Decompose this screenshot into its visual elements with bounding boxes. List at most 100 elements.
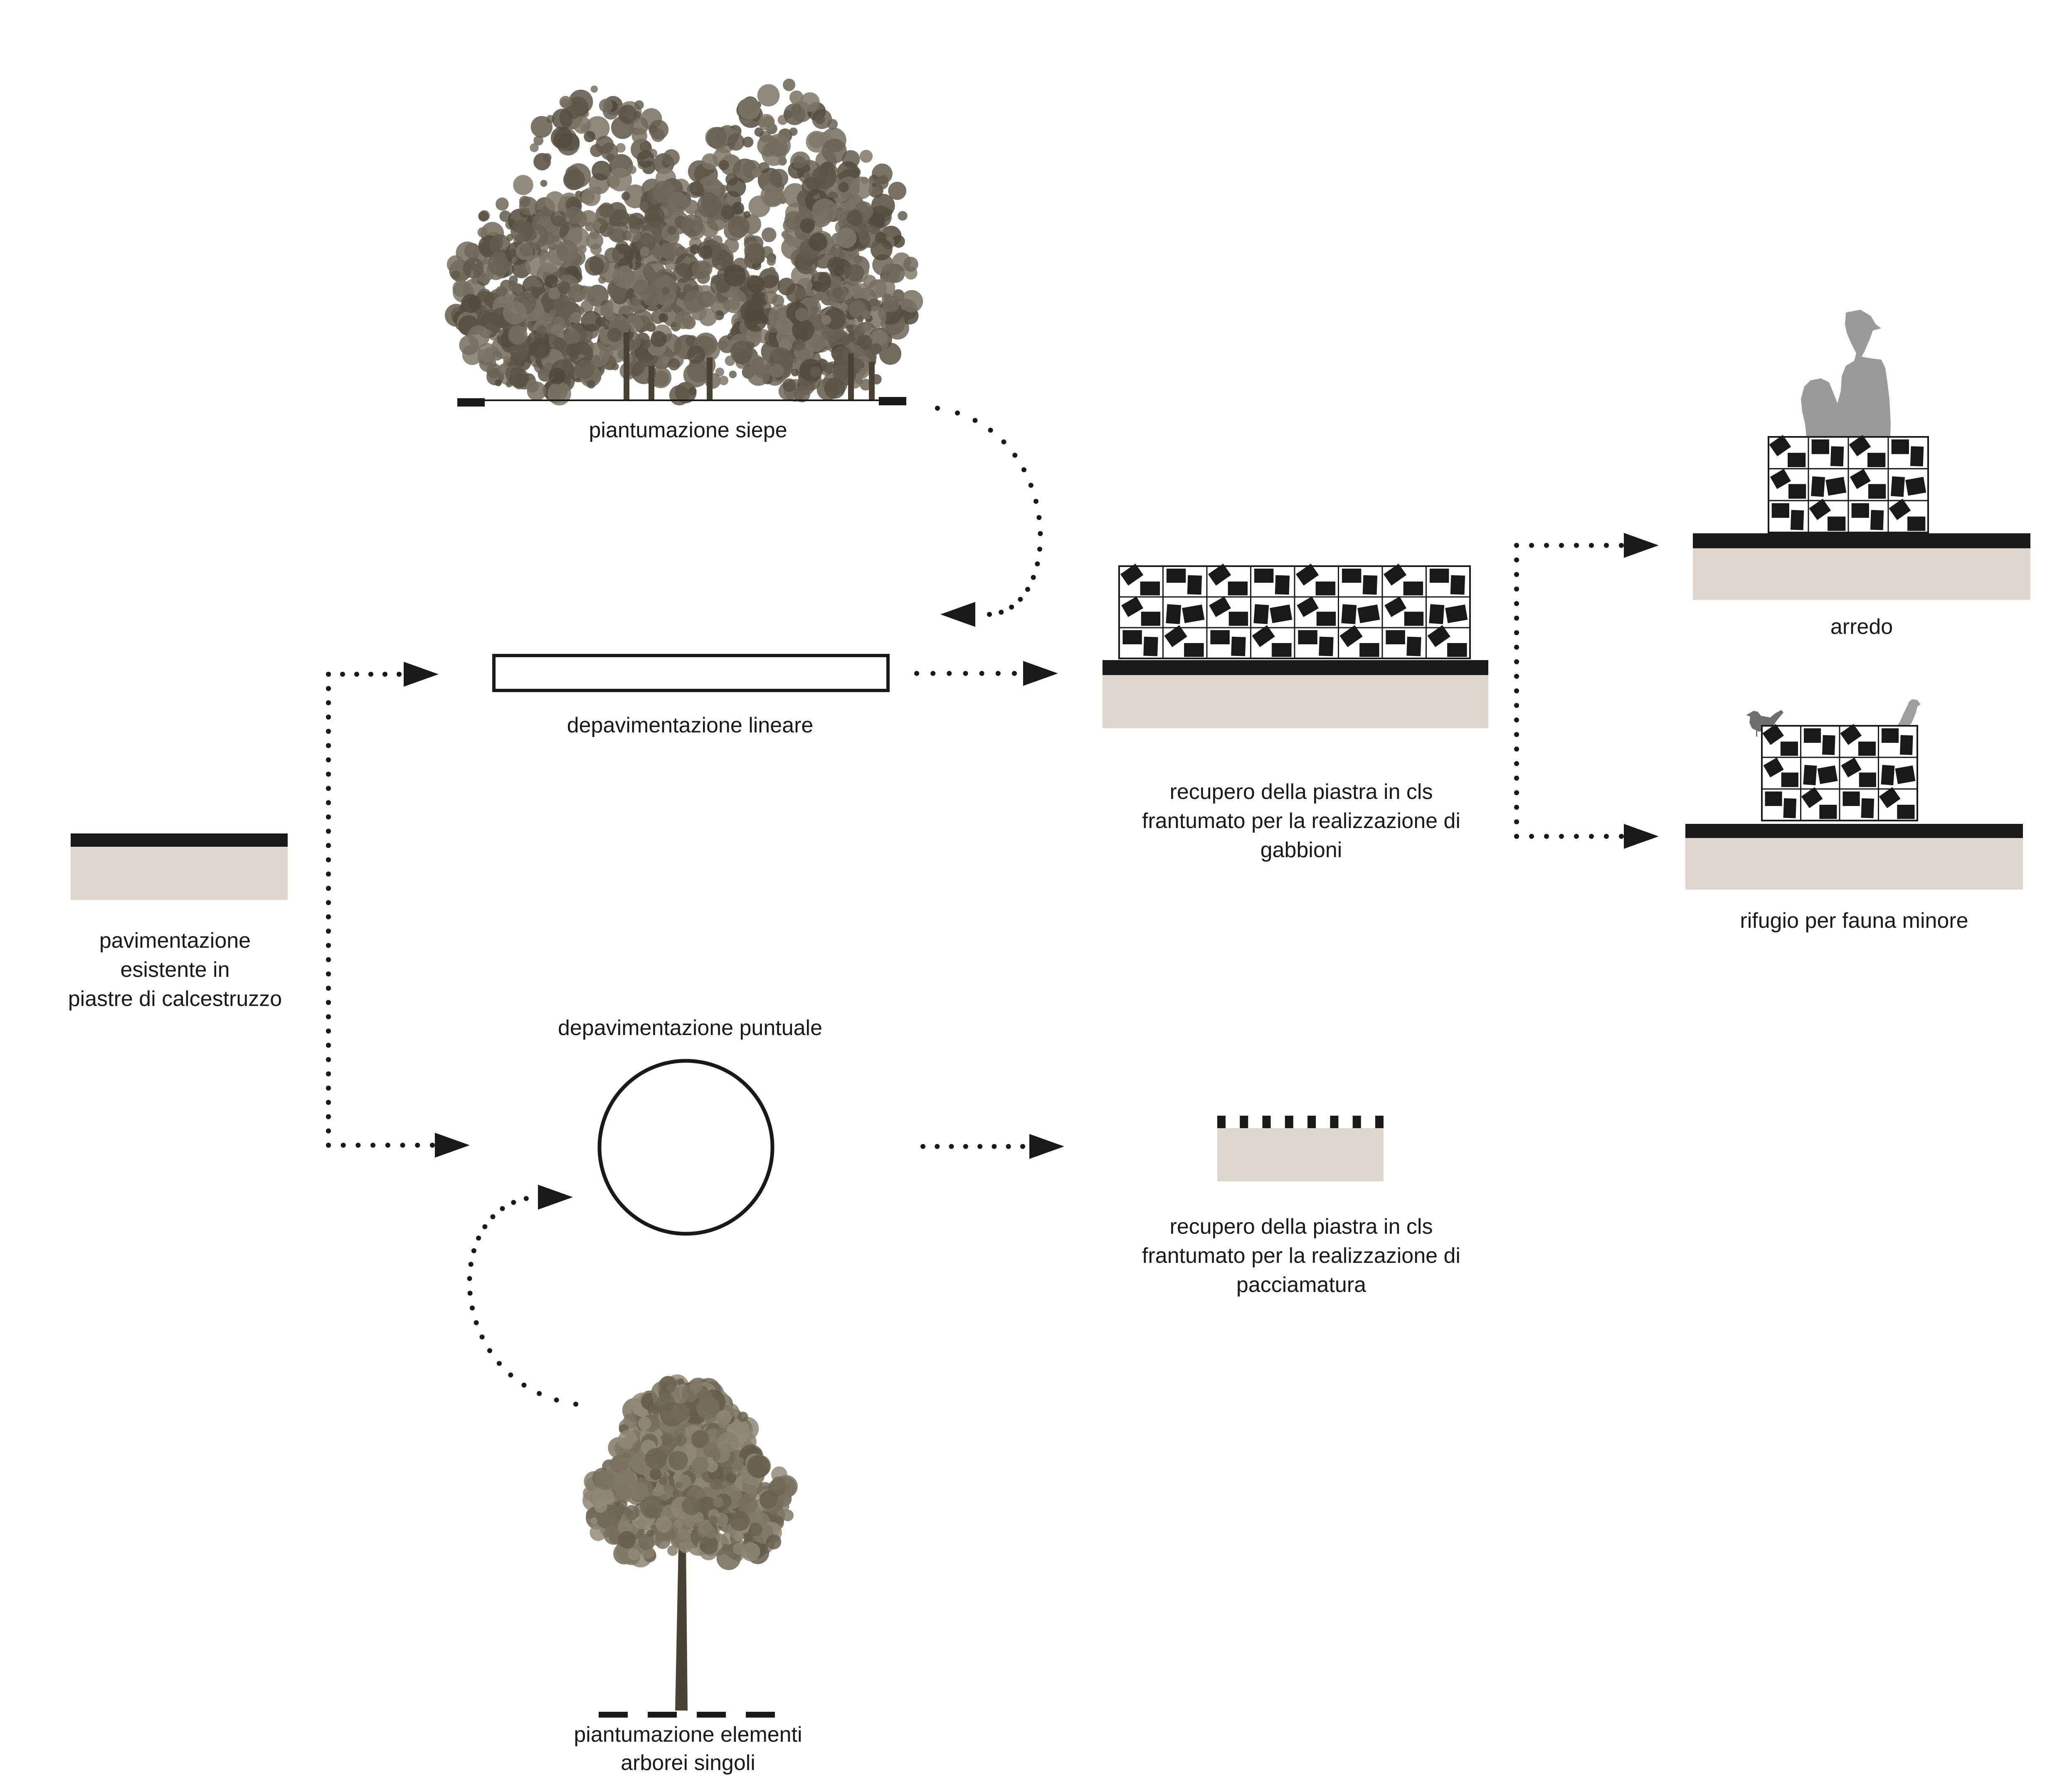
connector-dot xyxy=(326,1028,331,1034)
foliage-leaf xyxy=(626,228,641,242)
ground-mark xyxy=(879,397,906,405)
connector-dot xyxy=(1514,790,1519,795)
connector-dot xyxy=(1018,597,1023,602)
foliage-leaf xyxy=(883,295,900,313)
connector-dot xyxy=(523,1196,529,1201)
foliage-leaf xyxy=(477,343,497,362)
connector-dot xyxy=(979,671,984,676)
foliage-leaf xyxy=(875,232,887,244)
node-furniture: arredo xyxy=(1693,310,2030,639)
foliage-leaf xyxy=(609,1455,628,1474)
mulch-dash xyxy=(1352,1116,1361,1128)
trunk xyxy=(649,366,654,400)
foliage-leaf xyxy=(782,1509,794,1521)
foliage-leaf xyxy=(732,202,745,214)
crushed-concrete-piece xyxy=(1316,611,1336,626)
foliage-leaf xyxy=(697,193,722,218)
gabion-frame xyxy=(1761,725,1918,821)
foliage-leaf xyxy=(730,340,753,363)
crushed-concrete-piece xyxy=(1253,604,1269,624)
connector-dot xyxy=(500,1206,505,1211)
foliage-leaf xyxy=(570,312,582,324)
connector-dot xyxy=(467,1276,472,1281)
foliage-leaf xyxy=(508,281,519,292)
foliage-leaf xyxy=(611,362,619,370)
connector-dot xyxy=(326,1000,331,1005)
foliage-leaf xyxy=(644,206,665,227)
connector-dot xyxy=(992,1144,997,1149)
foliage-leaf xyxy=(666,1489,675,1498)
mulch-dash xyxy=(1375,1116,1384,1128)
foliage-leaf xyxy=(812,281,823,291)
foliage-leaf xyxy=(794,288,806,300)
foliage-leaf xyxy=(767,256,776,266)
foliage-leaf xyxy=(519,197,538,216)
crushed-concrete-piece xyxy=(1771,503,1789,518)
crushed-concrete-piece xyxy=(1275,575,1290,595)
foliage-leaf xyxy=(770,169,789,188)
connector-dot xyxy=(326,943,331,948)
crushed-concrete-piece xyxy=(1164,625,1187,647)
gabion-wall-icon xyxy=(1118,564,1471,659)
foliage-leaf xyxy=(646,1530,654,1538)
connector-dot xyxy=(370,1143,376,1148)
connector-dot xyxy=(1514,819,1519,824)
foliage-leaf xyxy=(618,104,637,124)
crushed-concrete-piece xyxy=(1270,604,1292,624)
connector-dot xyxy=(1514,630,1519,635)
connector-dot xyxy=(326,1071,331,1077)
foliage-leaf xyxy=(689,1379,703,1393)
connector-dot xyxy=(521,1383,527,1388)
foliage-leaf xyxy=(834,256,844,267)
foliage-leaf xyxy=(719,375,729,385)
foliage-leaf xyxy=(604,247,620,263)
crushed-concrete-piece xyxy=(1384,597,1407,617)
foliage-leaf xyxy=(513,175,533,195)
foliage-leaf xyxy=(671,1403,690,1422)
crushed-concrete-piece xyxy=(1208,564,1231,586)
foliage-leaf xyxy=(569,342,593,366)
foliage-leaf xyxy=(550,211,567,227)
foliage-leaf xyxy=(661,286,670,295)
foliage-leaf xyxy=(743,1533,752,1542)
connector-dot xyxy=(1009,604,1014,610)
foliage-leaf xyxy=(871,194,895,218)
foliage-leaf xyxy=(612,1470,637,1495)
tree-ground-dashes xyxy=(599,1712,775,1718)
connector-dot xyxy=(326,800,331,805)
crushed-concrete-piece xyxy=(1781,772,1798,787)
foliage-leaf xyxy=(691,1430,709,1448)
connector-dot xyxy=(326,814,331,820)
ground-dash xyxy=(746,1712,775,1718)
crushed-concrete-piece xyxy=(1429,568,1449,583)
foliage-leaf xyxy=(749,1523,762,1536)
paving-slab-layer xyxy=(1103,660,1488,675)
foliage-leaf xyxy=(666,1383,676,1393)
connector-dot xyxy=(326,686,331,691)
crushed-concrete-piece xyxy=(1228,611,1248,626)
foliage-leaf xyxy=(573,116,591,134)
crushed-concrete-piece xyxy=(1803,765,1817,786)
connector-dot xyxy=(326,757,331,762)
foliage-leaf xyxy=(551,323,564,336)
crushed-concrete-piece xyxy=(1166,604,1181,624)
foliage-leaf xyxy=(703,1442,719,1458)
foliage-leaf xyxy=(824,308,846,330)
node-label-line: gabbioni xyxy=(1260,838,1342,862)
arrowhead-icon xyxy=(435,1133,470,1158)
foliage-leaf xyxy=(706,1536,717,1548)
foliage-leaf xyxy=(898,211,908,221)
hedge-ground-line xyxy=(457,397,906,407)
foliage-leaf xyxy=(814,293,822,300)
ground-mark xyxy=(457,398,485,407)
node-hedge: piantumazione siepe xyxy=(445,79,923,442)
mulch-dash xyxy=(1262,1116,1271,1128)
gabion-frame xyxy=(1768,436,1929,533)
bird-leg xyxy=(1756,731,1757,737)
connector-dot xyxy=(935,1144,940,1149)
crushed-concrete-piece xyxy=(1362,575,1378,595)
foliage-leaf xyxy=(489,234,511,256)
foliage-leaf xyxy=(737,1494,758,1515)
crushed-concrete-piece xyxy=(1297,597,1319,617)
